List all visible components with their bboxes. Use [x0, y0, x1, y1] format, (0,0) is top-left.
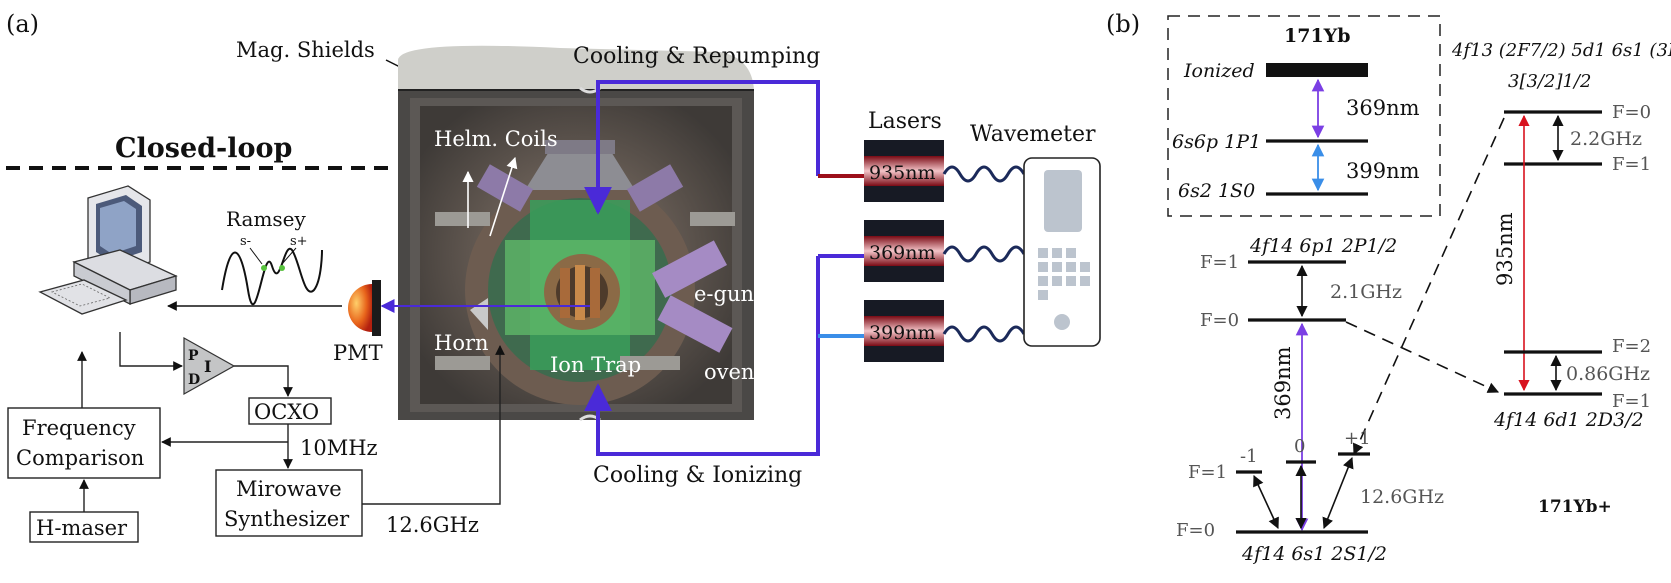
pi-letter-i: I: [204, 357, 211, 376]
d32-state-label: 4f14 6d1 2D3/2: [1493, 409, 1644, 431]
computer-to-pi-line: [119, 332, 183, 371]
e-gun-label: e-gun: [694, 282, 754, 306]
mw-synth-line1: Mirowave: [236, 477, 342, 501]
d32-f1-label: F=1: [1612, 391, 1651, 412]
pi-letter-d: D: [188, 372, 200, 388]
label-369-ionize: 369nm: [1346, 96, 1420, 120]
ramsey-point-minus: [261, 265, 267, 271]
s12-state-label: 4f14 6s1 2S1/2: [1241, 543, 1387, 565]
panel-b-label: (b): [1106, 10, 1140, 38]
ramsey-s-plus-arrow: [281, 247, 297, 265]
pmt-label: PMT: [333, 341, 383, 365]
closed-loop-label: Closed-loop: [115, 133, 292, 164]
laser-935-label: 935nm: [869, 162, 936, 184]
d32-f2-label: F=2: [1612, 336, 1651, 357]
ramsey-s-plus: s+: [290, 234, 308, 249]
ramsey-label: Ramsey: [226, 207, 307, 231]
p12-hfs-label: 2.1GHz: [1330, 281, 1402, 303]
synth-to-horn-line: [362, 345, 505, 505]
label-935: 935nm: [1493, 212, 1517, 286]
ocxo-box: [248, 397, 332, 425]
cooling-repumping-beam: [584, 80, 820, 215]
cooling-ionizing-beam: [584, 256, 820, 456]
fiber-935: [942, 165, 1026, 183]
laser-369: 369nm: [864, 220, 944, 282]
p12-f0-label: F=0: [1200, 310, 1239, 331]
laser-369-label: 369nm: [869, 242, 936, 264]
laser-399-label: 399nm: [869, 322, 936, 344]
pi-to-ocxo-line: [234, 365, 293, 397]
m-minus-label: -1: [1240, 446, 1258, 467]
ion-trap-assembly: [435, 140, 735, 405]
mw-arrow-plus: [1322, 456, 1354, 530]
horn-label: Horn: [434, 331, 489, 355]
s0-state-label: 6s2 1S0: [1178, 180, 1255, 202]
p12-f1-label: F=1: [1200, 252, 1239, 273]
microwave-synthesizer-box: [215, 469, 363, 537]
mw-12-6ghz-label: 12.6GHz: [1360, 486, 1444, 508]
label-369-cooling: 369nm: [1271, 346, 1295, 420]
ten-mhz-label: 10MHz: [300, 436, 378, 460]
s-f0-label: F=0: [1176, 520, 1215, 541]
laser-935: 935nm: [864, 140, 944, 202]
cooling-ionizing-label: Cooling & Ionizing: [593, 463, 802, 488]
d-f1-label: F=1: [1612, 154, 1651, 175]
panel-a-label: (a): [6, 10, 39, 38]
helm-coils-arrow-2: [489, 156, 518, 237]
ramsey-point-plus: [279, 265, 285, 271]
neutral-yb-label: 171Yb: [1284, 25, 1351, 47]
p1-state-label: 6s6p 1P1: [1172, 131, 1261, 153]
oven-label: oven: [704, 360, 754, 384]
d-state-sub-label: 3[3/2]1/2: [1508, 71, 1591, 92]
synth-12-6ghz-label: 12.6GHz: [386, 513, 479, 537]
ramsey-s-minus-arrow: [249, 247, 263, 265]
mag-shields-label: Mag. Shields: [236, 38, 375, 62]
fiber-369: [942, 245, 1026, 263]
freq-comp-line2: Comparison: [16, 446, 144, 470]
decay-p-to-d32: [1345, 321, 1500, 393]
m-plus-label: +1: [1344, 428, 1371, 449]
wavemeter-label: Wavemeter: [970, 122, 1096, 147]
label-399: 399nm: [1346, 159, 1420, 183]
d-f0-label: F=0: [1612, 102, 1651, 123]
computer-icon: [38, 185, 178, 315]
decay-d-to-s: [1352, 117, 1505, 456]
yb-ion-label: 171Yb+: [1538, 497, 1612, 517]
cooling-repumping-label: Cooling & Repumping: [573, 44, 820, 69]
fiber-399: [942, 325, 1026, 343]
ramsey-s-minus: s-: [240, 234, 251, 249]
s-f1-label: F=1: [1188, 462, 1227, 483]
d32-hfs-label: 0.86GHz: [1566, 363, 1650, 385]
m-zero-label: 0: [1294, 436, 1305, 457]
p12-state-label: 4f14 6p1 2P1/2: [1249, 235, 1397, 257]
wavemeter-device: [1023, 157, 1101, 347]
ramsey-fringe-curve: [221, 247, 323, 306]
helm-coils-label: Helm. Coils: [434, 127, 558, 151]
ocxo-label: OCXO: [254, 400, 319, 424]
mw-synth-line2: Synthesizer: [224, 507, 350, 531]
pi-letter-p: P: [188, 348, 199, 364]
ion-trap-label: Ion Trap: [550, 353, 641, 377]
ionized-label: Ionized: [1183, 60, 1255, 82]
pi-controller: P I D: [183, 336, 236, 396]
h-maser-label: H-maser: [36, 516, 128, 540]
pmt-detector: [348, 280, 381, 336]
neutral-yb-box: [1167, 15, 1441, 217]
d-state-top-label: 4f13 (2F7/2) 5d1 6s1 (3D): [1451, 40, 1671, 61]
d-hfs-label: 2.2GHz: [1570, 128, 1642, 150]
lasers-label: Lasers: [868, 109, 942, 134]
laser-399: 399nm: [864, 300, 944, 362]
mw-arrow-minus: [1253, 474, 1279, 530]
frequency-comparison-box: [7, 407, 161, 479]
freq-comp-line1: Frequency: [22, 416, 136, 440]
